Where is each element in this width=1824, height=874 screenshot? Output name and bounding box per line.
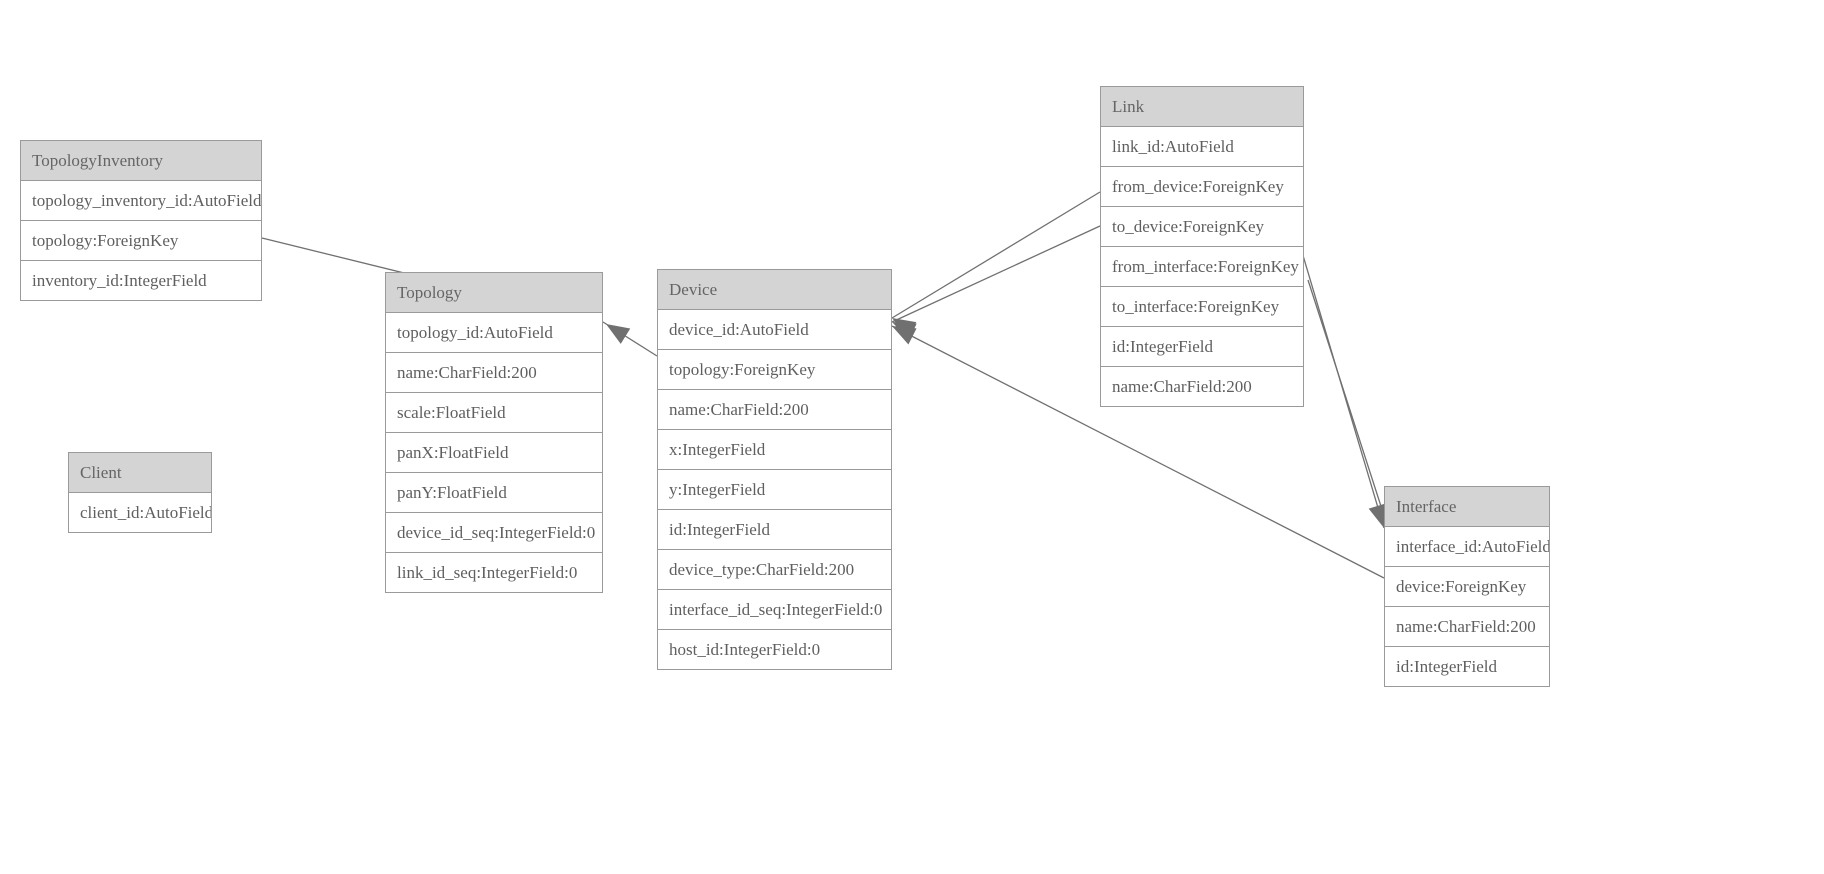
entity-fields-client: client_id:AutoField <box>69 493 211 532</box>
entity-field[interactable]: from_device:ForeignKey <box>1101 166 1303 206</box>
entity-field[interactable]: scale:FloatField <box>386 392 602 432</box>
entity-title-topologyinventory: TopologyInventory <box>21 141 261 181</box>
relationship-rel-link-from-device <box>891 191 1101 338</box>
relationship-rel-link-to-device <box>891 225 1101 340</box>
entity-field[interactable]: y:IntegerField <box>658 469 891 509</box>
entity-field[interactable]: host_id:IntegerField:0 <box>658 629 891 669</box>
entity-field[interactable]: device_type:CharField:200 <box>658 549 891 589</box>
entity-field[interactable]: topology:ForeignKey <box>21 220 261 260</box>
entity-title-topology: Topology <box>386 273 602 313</box>
entity-field[interactable]: topology_inventory_id:AutoField <box>21 181 261 220</box>
entity-field[interactable]: x:IntegerField <box>658 429 891 469</box>
entity-field[interactable]: inventory_id:IntegerField <box>21 260 261 300</box>
entity-field[interactable]: id:IntegerField <box>1385 646 1549 686</box>
entity-field[interactable]: panY:FloatField <box>386 472 602 512</box>
entity-field[interactable]: link_id_seq:IntegerField:0 <box>386 552 602 592</box>
entity-field[interactable]: device_id_seq:IntegerField:0 <box>386 512 602 552</box>
entity-title-interface: Interface <box>1385 487 1549 527</box>
entity-field[interactable]: id:IntegerField <box>1101 326 1303 366</box>
entity-field[interactable]: interface_id:AutoField <box>1385 527 1549 566</box>
relationship-arrowhead <box>892 322 917 340</box>
entity-title-client: Client <box>69 453 211 493</box>
entity-title-device: Device <box>658 270 891 310</box>
entity-field[interactable]: name:CharField:200 <box>1101 366 1303 406</box>
entity-field[interactable]: to_device:ForeignKey <box>1101 206 1303 246</box>
relationship-rel-link-from-interface <box>1298 241 1386 529</box>
entity-title-link: Link <box>1101 87 1303 127</box>
relationship-line <box>602 321 658 357</box>
relationship-rel-device-topology <box>602 321 658 357</box>
entity-field[interactable]: id:IntegerField <box>658 509 891 549</box>
relationship-line <box>891 225 1101 323</box>
entity-field[interactable]: topology:ForeignKey <box>658 349 891 389</box>
entity-field[interactable]: name:CharField:200 <box>658 389 891 429</box>
relationship-arrowhead <box>606 324 631 344</box>
entity-field[interactable]: panX:FloatField <box>386 432 602 472</box>
entity-field[interactable]: device:ForeignKey <box>1385 566 1549 606</box>
entity-field[interactable]: name:CharField:200 <box>386 352 602 392</box>
entity-field[interactable]: name:CharField:200 <box>1385 606 1549 646</box>
entity-field[interactable]: from_interface:ForeignKey <box>1101 246 1303 286</box>
entity-field[interactable]: client_id:AutoField <box>69 493 211 532</box>
entity-field[interactable]: device_id:AutoField <box>658 310 891 349</box>
relationship-line <box>1307 279 1389 529</box>
entity-field[interactable]: topology_id:AutoField <box>386 313 602 352</box>
relationship-arrowhead <box>892 326 917 345</box>
relationship-line <box>891 191 1101 319</box>
entity-field[interactable]: link_id:AutoField <box>1101 127 1303 166</box>
entity-field[interactable]: to_interface:ForeignKey <box>1101 286 1303 326</box>
relationship-line <box>1298 241 1385 529</box>
entity-field[interactable]: interface_id_seq:IntegerField:0 <box>658 589 891 629</box>
